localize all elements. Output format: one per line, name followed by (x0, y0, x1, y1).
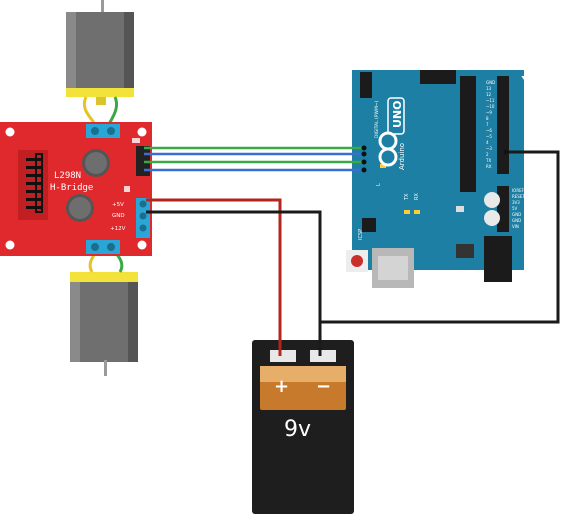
arduino-icsp-label: ICSP (358, 229, 364, 240)
arduino-pin-label: RX (486, 164, 492, 169)
arduino-pin-label: ~11 (486, 98, 495, 103)
arduino-tx-label: TX (404, 193, 410, 201)
arduino-digital-label: DIGITAL (PWM~) (374, 100, 380, 138)
driver-pin-5v-label: +5V (112, 202, 124, 208)
arduino-brand-label: Arduino (398, 143, 406, 170)
l298n-board (0, 122, 152, 256)
battery-minus-label: − (316, 376, 331, 397)
battery-voltage-label: 9v (284, 417, 311, 442)
top-motor-lead-1 (82, 96, 98, 127)
top-motor (66, 0, 134, 105)
wire-black-ground-driver (146, 210, 322, 356)
arduino-pin-label: ~10 (486, 104, 495, 109)
arduino-pin-label: VIN (512, 224, 519, 229)
top-motor-lead-2 (106, 96, 119, 127)
driver-model-label: L298N (54, 171, 81, 181)
arduino-pin-label: IOREF (512, 188, 525, 193)
wire-black-ground-arduino (320, 150, 560, 324)
arduino-pin-label: 13 (486, 86, 492, 91)
signal-wires (144, 146, 364, 172)
arduino-pin-label: GND (486, 80, 495, 85)
arduino-pin-label: GND (512, 212, 521, 217)
arduino-pin-label: GND (512, 218, 521, 223)
arduino-uno-board: UNO Arduino DIGITAL (PWM~) ICSP TX RX L (346, 70, 524, 288)
arduino-pin-label: 2 (486, 152, 489, 157)
arduino-pin-label: 12 (486, 92, 492, 97)
arduino-logo-text: UNO (391, 101, 404, 129)
arduino-led-l-label: L (376, 183, 382, 186)
arduino-pin-label: ~5 (486, 134, 492, 139)
arduino-pin-label: RESET (512, 194, 525, 199)
arduino-pin-label: 7 (486, 122, 489, 127)
driver-name-label: H-Bridge (50, 183, 93, 193)
arduino-pin-label: 5V (512, 206, 518, 211)
arduino-pin-label: ~6 (486, 128, 492, 133)
arduino-pin-label: 4 (486, 140, 489, 145)
arduino-pin-label: TX (485, 158, 491, 163)
arduino-pin-label: 3V3 (512, 200, 520, 205)
bottom-motor (70, 272, 138, 376)
wire-red-power (146, 198, 282, 356)
battery-9v (252, 340, 354, 514)
battery-plus-label: + (274, 376, 289, 397)
arduino-rx-label: RX (414, 193, 420, 200)
arduino-pin-label: ~3 (486, 146, 492, 151)
arduino-pin-label: 8 (486, 116, 489, 121)
driver-pin-12v-label: +12V (110, 226, 126, 232)
driver-pin-gnd-label: GND (112, 213, 125, 219)
arduino-pin-label: ~9 (486, 110, 492, 115)
